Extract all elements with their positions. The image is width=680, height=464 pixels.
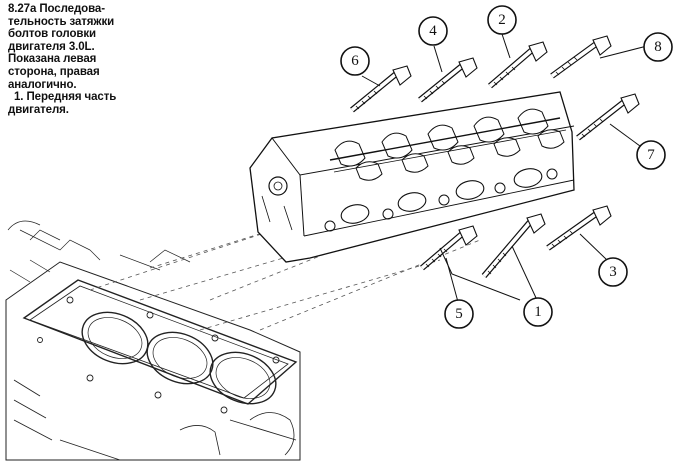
bolt-label-text: 1 — [534, 304, 542, 320]
caption-line: 1. Передняя часть — [14, 91, 117, 104]
bolt-3 — [546, 205, 612, 251]
bolt-label-text: 6 — [351, 53, 359, 69]
bolt-label-text: 2 — [498, 12, 506, 28]
caption-line: сторона, правая — [8, 65, 100, 78]
bolt-label-text: 7 — [647, 147, 655, 163]
bolt-label: 5 — [444, 299, 474, 329]
caption-line: двигателя 3.0L. — [8, 40, 95, 53]
bolt-1 — [481, 213, 546, 278]
bolt-label-text: 8 — [654, 39, 662, 55]
bolt-label: 8 — [643, 32, 673, 62]
bolt-6 — [350, 65, 412, 113]
caption-line: болтов головки — [8, 28, 96, 41]
caption-line: Показана левая — [8, 53, 97, 66]
bolt-label: 6 — [340, 46, 370, 76]
bolt-label-text: 5 — [455, 306, 463, 322]
bolt-label: 4 — [418, 16, 448, 46]
bolt-label: 2 — [487, 5, 517, 35]
bolt-label: 1 — [523, 297, 553, 327]
caption-line: двигателя. — [8, 103, 69, 116]
bolt-label-text: 3 — [609, 264, 617, 280]
caption-line: 8.27а Последова- — [8, 3, 105, 15]
bolt-2 — [488, 41, 548, 89]
head-bolts — [350, 35, 640, 278]
bolt-4 — [418, 57, 478, 103]
bolt-8 — [550, 35, 612, 79]
rocker-arms — [329, 108, 567, 181]
bolt-label-text: 4 — [429, 23, 437, 39]
bolt-7 — [576, 93, 640, 141]
bolt-5 — [420, 225, 478, 271]
bolt-label: 7 — [636, 140, 666, 170]
bolt-number-labels: 6 4 2 8 7 3 1 5 — [340, 5, 673, 329]
bolt-label: 3 — [598, 257, 628, 287]
caption-line: аналогично. — [8, 78, 77, 91]
leader-lines — [361, 33, 648, 303]
caption-line: тельность затяжки — [8, 15, 115, 28]
engine-block — [5, 220, 301, 461]
figure-caption: 8.27а Последова- тельность затяжки болто… — [8, 3, 166, 116]
